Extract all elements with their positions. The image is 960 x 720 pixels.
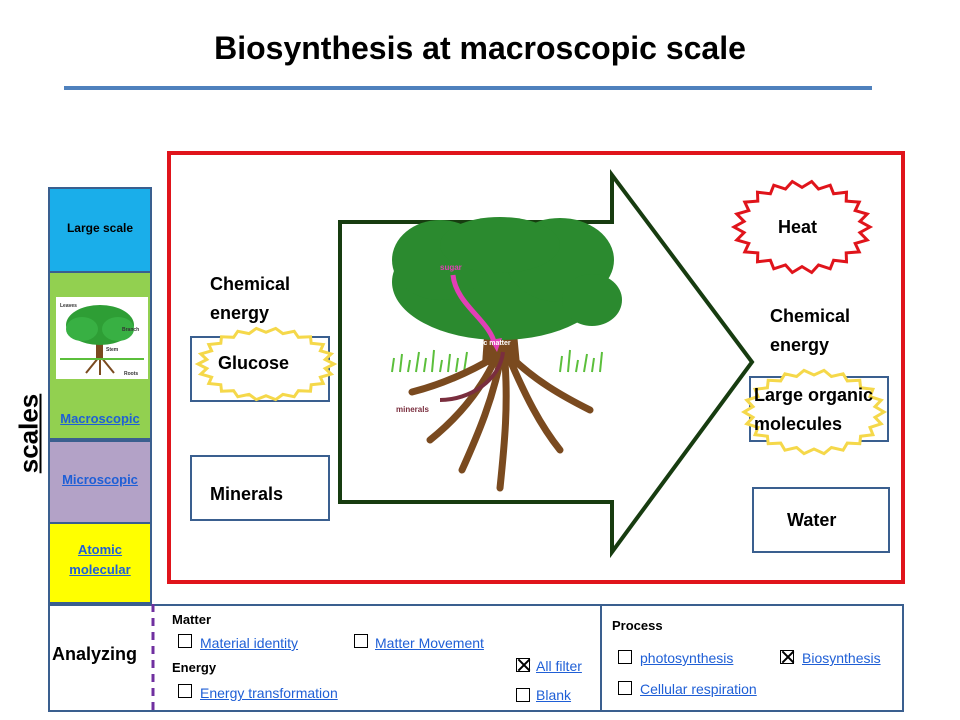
minerals-label: Minerals <box>210 484 284 504</box>
scale-microscopic[interactable]: Microscopic <box>48 440 152 524</box>
matter-movement-link[interactable]: Matter Movement <box>375 635 484 651</box>
process-frame <box>167 151 905 584</box>
blank-checkbox[interactable] <box>516 688 530 702</box>
tree-thumbnail-branch-label: Branch <box>122 327 139 333</box>
photosynthesis-checkbox[interactable] <box>618 650 632 664</box>
glucose-label: Glucose <box>218 353 290 373</box>
water-box <box>752 487 890 553</box>
analyzing-divider <box>151 604 155 712</box>
analyzing-panel: Analyzing Matter Material identity Matte… <box>48 604 904 712</box>
tree-thumbnail-stem-label: Stem <box>106 347 119 353</box>
photosynthesis-link[interactable]: photosynthesis <box>640 650 734 666</box>
matter-heading: Matter <box>172 612 212 627</box>
matter-movement-checkbox[interactable] <box>354 634 368 648</box>
scale-atomic-link[interactable]: Atomic molecular <box>69 542 131 577</box>
scale-large[interactable]: Large scale <box>48 187 152 273</box>
cellular-respiration-checkbox[interactable] <box>618 681 632 695</box>
scale-microscopic-link[interactable]: Microscopic <box>62 472 138 487</box>
process-heading: Process <box>612 618 663 633</box>
input-chemical-energy-label: Chemical energy <box>210 274 291 323</box>
all-filter-checkbox[interactable] <box>516 658 530 672</box>
process-divider <box>600 606 602 710</box>
material-identity-link[interactable]: Material identity <box>200 635 299 651</box>
tree-thumbnail-roots-label: Roots <box>124 371 138 377</box>
blank-link[interactable]: Blank <box>536 687 572 703</box>
biosynthesis-checkbox[interactable] <box>780 650 794 664</box>
page-title: Biosynthesis at macroscopic scale <box>214 30 746 66</box>
energy-transformation-checkbox[interactable] <box>178 684 192 698</box>
heat-label: Heat <box>778 217 818 237</box>
scale-large-label: Large scale <box>66 221 134 235</box>
output-chemical-energy-label: Chemical energy <box>770 306 851 355</box>
large-molecules-label: Large organic molecules <box>754 385 874 434</box>
scale-macroscopic[interactable]: Leaves Branch Stem Roots Macroscopic <box>48 271 152 440</box>
scale-atomic-molecular[interactable]: Atomic molecular <box>48 522 152 604</box>
cellular-respiration-link[interactable]: Cellular respiration <box>640 681 757 697</box>
energy-transformation-link[interactable]: Energy transformation <box>200 685 338 701</box>
material-identity-checkbox[interactable] <box>178 634 192 648</box>
energy-heading: Energy <box>172 660 217 675</box>
title-underline <box>64 86 872 90</box>
water-label: Water <box>787 510 837 530</box>
scales-axis-label: scales <box>4 380 54 490</box>
analyzing-label: Analyzing <box>52 644 138 664</box>
biosynthesis-link[interactable]: Biosynthesis <box>802 650 881 666</box>
minerals-box <box>190 455 330 521</box>
all-filter-link[interactable]: All filter <box>536 658 582 674</box>
tree-thumbnail-leaves-label: Leaves <box>60 303 77 309</box>
scales-label-text: scales <box>13 393 44 474</box>
scale-macroscopic-link[interactable]: Macroscopic <box>60 411 140 426</box>
tree-thumbnail-image: Leaves Branch Stem Roots <box>56 297 148 379</box>
